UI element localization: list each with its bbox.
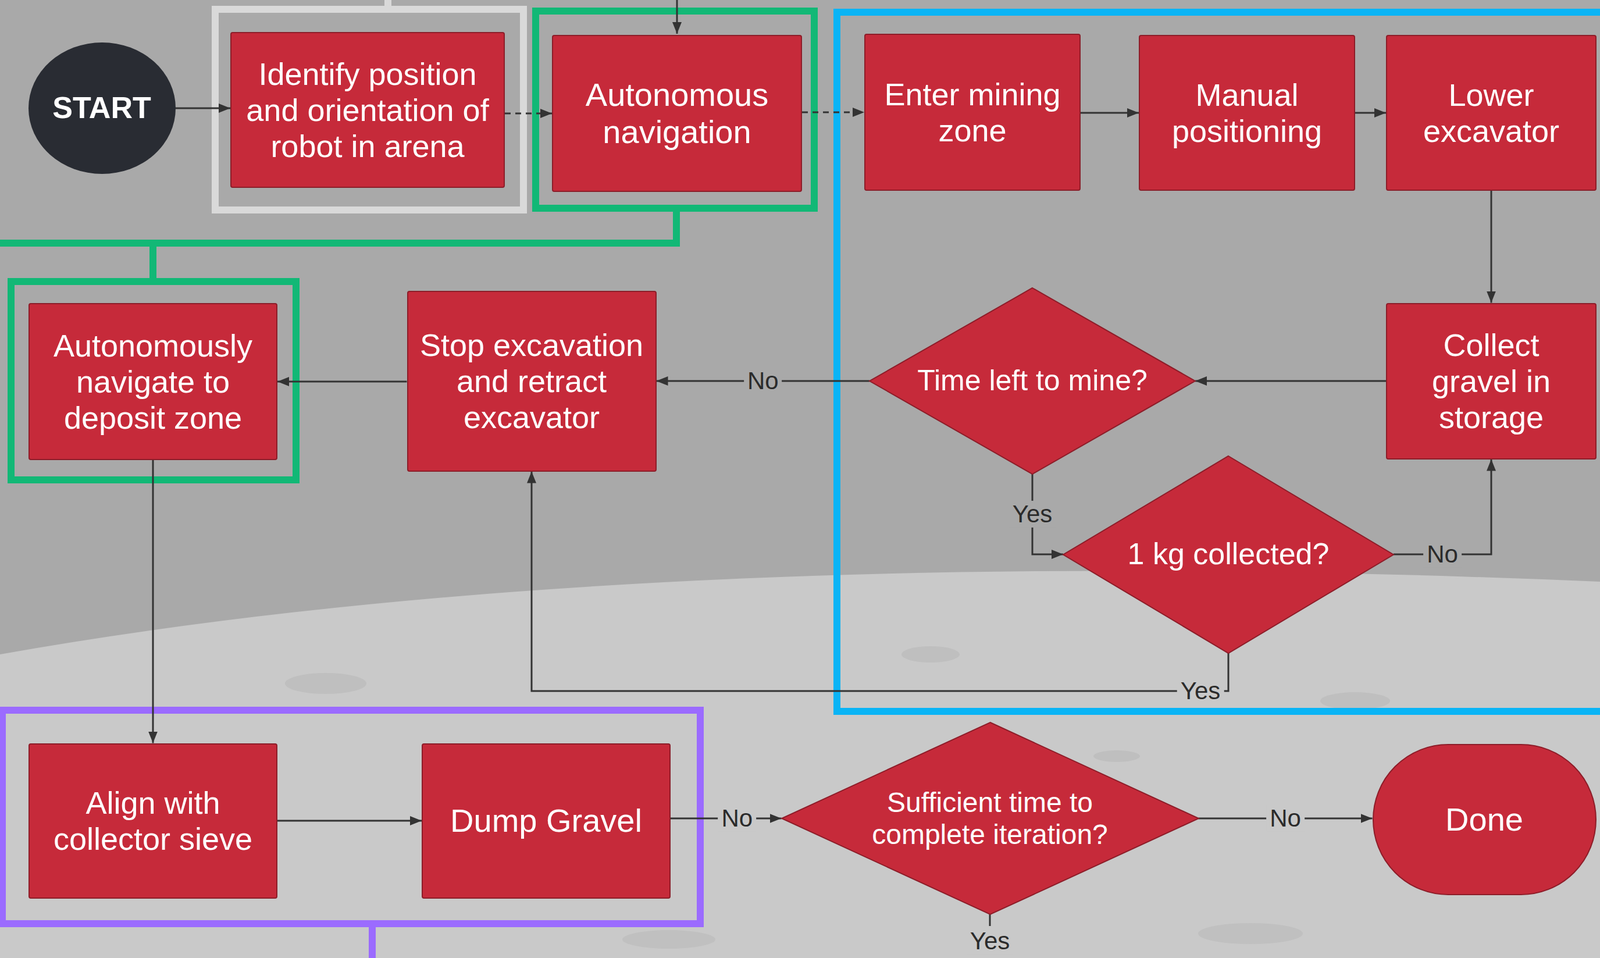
- start-terminal: START: [28, 42, 176, 174]
- edge-label: Yes: [1009, 500, 1057, 528]
- group-link: [384, 0, 392, 6]
- moon-surface: [0, 571, 1600, 958]
- group-outline: [535, 11, 815, 209]
- process-box: Autonomous navigation: [551, 34, 803, 192]
- flow-arrow: [1195, 380, 1386, 383]
- decision-diamond: Sufficient time to complete iteration?: [781, 722, 1199, 915]
- box-label: Enter mining zone: [875, 76, 1069, 149]
- group-outline: [836, 12, 1600, 712]
- box-label: Autonomous navigation: [563, 76, 791, 152]
- end-terminal: Done: [1372, 743, 1597, 896]
- box-label: Dump Gravel: [450, 802, 643, 840]
- box-label: Identify position and orientation of rob…: [241, 55, 494, 165]
- group-bracket: [0, 211, 677, 279]
- box-label: Done: [1445, 800, 1524, 839]
- process-box: Dump Gravel: [421, 743, 671, 899]
- process-box: Enter mining zone: [864, 33, 1081, 191]
- branch-label: Yes: [966, 927, 1014, 955]
- diamond-shape: [781, 722, 1199, 915]
- crater: [901, 646, 960, 663]
- edge-label: No: [1266, 804, 1305, 832]
- box-label: Stop excavation and retract excavator: [418, 326, 646, 436]
- flow-arrow: [152, 460, 155, 744]
- crater: [622, 929, 716, 949]
- crater: [1198, 923, 1303, 944]
- group-link: [368, 927, 376, 958]
- crater: [1320, 692, 1391, 710]
- decision-diamond: Time left to mine?: [869, 287, 1196, 475]
- flow-arrow: [504, 112, 552, 115]
- box-label: 1 kg collected?: [1127, 536, 1330, 572]
- outgoing-stub: [989, 914, 992, 926]
- box-label: Align with collector sieve: [40, 784, 266, 857]
- process-box: Align with collector sieve: [28, 743, 278, 899]
- flow-arrow: [175, 107, 231, 110]
- flow-arrow: [277, 380, 408, 383]
- box-label: START: [52, 90, 151, 126]
- crater: [284, 672, 367, 694]
- diamond-outline: [781, 722, 1199, 915]
- flow-arrow: [1355, 112, 1386, 114]
- edge-label: No: [743, 367, 783, 395]
- diamond-shape: [1063, 455, 1394, 654]
- group-outline: [215, 9, 524, 210]
- incoming-arrow: [676, 0, 679, 34]
- box-label: Time left to mine?: [917, 364, 1148, 398]
- box-label: Autonomously navigate to deposit zone: [40, 327, 266, 436]
- process-box: Identify position and orientation of rob…: [230, 31, 505, 188]
- process-box: Lower excavator: [1385, 34, 1597, 191]
- flow-arrow: [1393, 459, 1492, 555]
- process-box: Collect gravel in storage: [1385, 303, 1597, 460]
- crater: [1093, 750, 1140, 762]
- group-outline: [2, 710, 701, 924]
- edge-label: Yes: [1177, 677, 1225, 705]
- edge-label: No: [1423, 540, 1462, 568]
- box-label: Sufficient time to complete iteration?: [867, 786, 1113, 851]
- connectors: [152, 108, 1492, 821]
- diamond-shape: [869, 287, 1196, 475]
- process-box: Stop excavation and retract excavator: [407, 290, 657, 472]
- edge-label: No: [717, 804, 757, 832]
- flow-arrow: [1490, 190, 1493, 304]
- decision-diamond: 1 kg collected?: [1063, 455, 1394, 654]
- process-box: Autonomously navigate to deposit zone: [28, 303, 278, 461]
- flow-arrow: [802, 111, 865, 114]
- group-outline: [11, 281, 297, 480]
- box-label: Lower excavator: [1397, 76, 1585, 149]
- box-label: Collect gravel in storage: [1397, 326, 1585, 436]
- box-label: Manual positioning: [1150, 76, 1344, 149]
- flow-arrow: [1080, 112, 1139, 114]
- process-box: Manual positioning: [1138, 34, 1356, 191]
- flow-arrow: [277, 820, 422, 822]
